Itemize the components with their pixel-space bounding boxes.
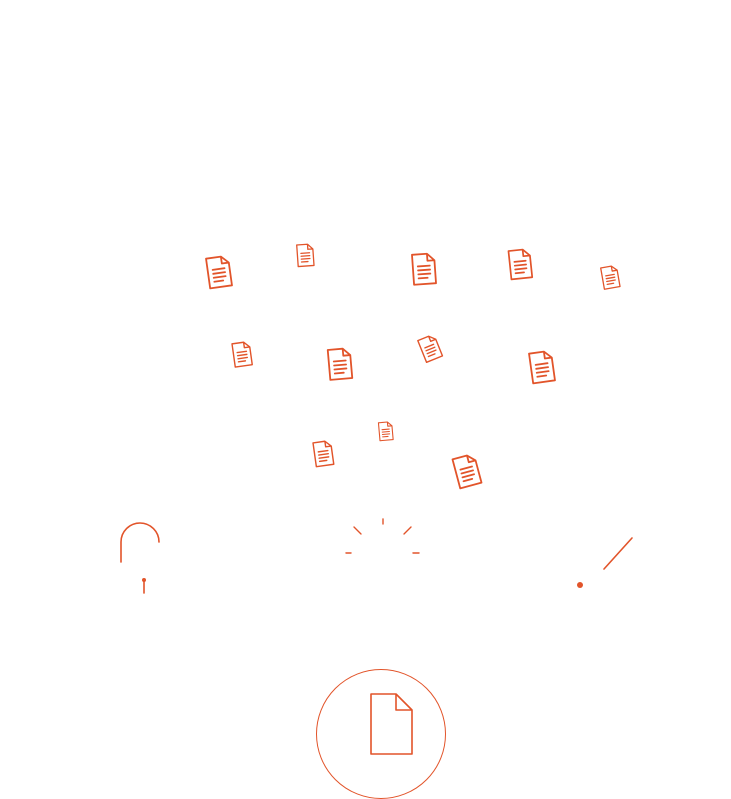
- document-icon: [311, 439, 335, 469]
- document-icon: [410, 251, 438, 287]
- document-icon: [527, 348, 557, 385]
- document-icon: [416, 332, 445, 364]
- document-icon: [377, 420, 394, 442]
- document-icon: [506, 247, 534, 282]
- slash-decoration: [577, 537, 633, 588]
- sparkle-decoration: [345, 518, 420, 554]
- document-icon: [599, 263, 622, 290]
- document-icon: [326, 346, 355, 382]
- file-upload-button[interactable]: [316, 669, 446, 799]
- document-icon: [450, 451, 484, 491]
- document-icon: [230, 339, 254, 368]
- lock-shackle-decoration: [120, 522, 160, 594]
- document-icon: [295, 242, 315, 268]
- document-icon: [204, 253, 234, 290]
- file-icon: [370, 693, 413, 755]
